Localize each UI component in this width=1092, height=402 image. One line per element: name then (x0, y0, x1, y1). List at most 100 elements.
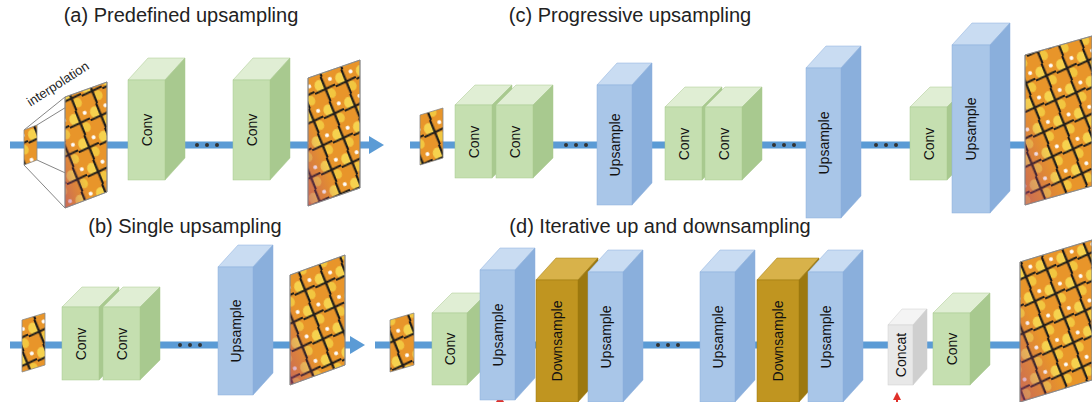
block-side-face (253, 245, 273, 395)
pipeline-connector (755, 342, 757, 349)
block-front-face (952, 45, 990, 213)
pipeline-connector (553, 142, 597, 149)
block-label: Upsample (709, 305, 726, 368)
block-shape (933, 293, 990, 385)
ellipsis-dot (676, 343, 680, 347)
block-side-face (515, 248, 535, 400)
block-side-face (632, 63, 652, 205)
conv-block: Conv (432, 293, 487, 385)
block-front-face (536, 280, 578, 402)
upsample-block: Upsample (597, 63, 652, 205)
ellipsis-dot (874, 143, 878, 147)
block-label: Conv (465, 125, 482, 158)
output-image (290, 255, 345, 385)
pipeline-connector (861, 142, 910, 149)
block-front-face (455, 105, 492, 178)
block-front-face (432, 313, 467, 385)
arrow-head (350, 336, 365, 354)
upsample-block: Upsample (806, 46, 861, 218)
block-label: Conv (506, 125, 523, 158)
pipeline-connector (762, 142, 806, 149)
block-front-face (218, 267, 253, 395)
block-front-face (933, 313, 970, 385)
arrow-head (369, 136, 384, 154)
block-label: Conv (675, 127, 692, 160)
ellipsis-dot (772, 143, 776, 147)
panel-title: (a) Predefined upsampling (64, 3, 299, 27)
conv-block: Conv (103, 287, 160, 380)
ellipsis-dot (198, 343, 202, 347)
block-label: Conv (943, 333, 960, 366)
ellipsis-dot (205, 143, 209, 147)
block-front-face (128, 80, 165, 180)
block-label: Conv (920, 127, 937, 160)
block-side-face (913, 309, 927, 385)
image-tint (1025, 36, 1092, 205)
pipeline-connector (185, 142, 233, 149)
conv-block: Conv (933, 293, 990, 385)
block-front-face (62, 307, 99, 380)
block-shape (700, 250, 755, 402)
pipeline-connector (927, 342, 933, 349)
output-image (308, 60, 360, 206)
block-shape (218, 245, 273, 395)
block-shape (496, 85, 553, 178)
block-shape (103, 287, 160, 380)
ellipsis-dot (656, 343, 660, 347)
block-front-face (103, 307, 140, 380)
image-tint (65, 82, 107, 208)
block-front-face (806, 68, 841, 218)
ellipsis-dot (782, 143, 786, 147)
pipeline-connector (643, 342, 700, 349)
block-label: Downsample (549, 301, 566, 382)
input-image (390, 313, 414, 372)
conv-block: Conv (233, 58, 290, 180)
ellipsis-dot (584, 143, 588, 147)
input-image (420, 108, 443, 165)
block-side-face (735, 250, 755, 402)
block-label: Conv (113, 327, 130, 360)
projection-line (24, 165, 65, 208)
block-side-face (841, 46, 861, 218)
ellipsis-dot (564, 143, 568, 147)
input-image (24, 125, 37, 165)
block-side-face (533, 85, 553, 178)
conv-block: Conv (128, 58, 185, 180)
block-shape (233, 58, 290, 180)
block-front-face (480, 270, 515, 400)
concat-block: Concat (888, 309, 927, 385)
block-front-face (705, 107, 742, 180)
panel-title: (b) Single upsampling (88, 214, 281, 238)
block-shape (806, 46, 861, 218)
block-front-face (597, 85, 632, 205)
output-image (1025, 36, 1092, 205)
upsample-block: Upsample (480, 248, 535, 400)
block-label: Upsample (597, 305, 614, 368)
block-shape (588, 250, 643, 402)
upsample-block: Upsample (700, 250, 755, 402)
ellipsis-dot (195, 143, 199, 147)
block-label: Upsample (963, 97, 980, 160)
block-front-face (700, 272, 735, 402)
block-label: Concat (892, 333, 909, 377)
block-label: Upsample (227, 299, 244, 362)
block-shape (705, 87, 762, 180)
input-image (22, 313, 45, 372)
interpolated-image (65, 82, 107, 208)
ellipsis-dot (894, 143, 898, 147)
block-side-face (970, 293, 990, 385)
block-front-face (496, 105, 533, 178)
block-front-face (233, 80, 270, 180)
image-tint (1020, 240, 1092, 402)
conv-block: Conv (496, 85, 553, 178)
block-front-face (910, 107, 947, 180)
pipeline-connector (160, 342, 218, 349)
block-label: Upsample (606, 113, 623, 176)
image-tint (308, 60, 360, 206)
upsample-block: Upsample (808, 250, 863, 402)
panel-title: (d) Iterative up and downsampling (509, 214, 810, 238)
upsample-block: Upsample (588, 250, 643, 402)
pipeline-connector (863, 342, 888, 349)
block-side-face (742, 87, 762, 180)
upsample-block: Upsample (218, 245, 273, 395)
